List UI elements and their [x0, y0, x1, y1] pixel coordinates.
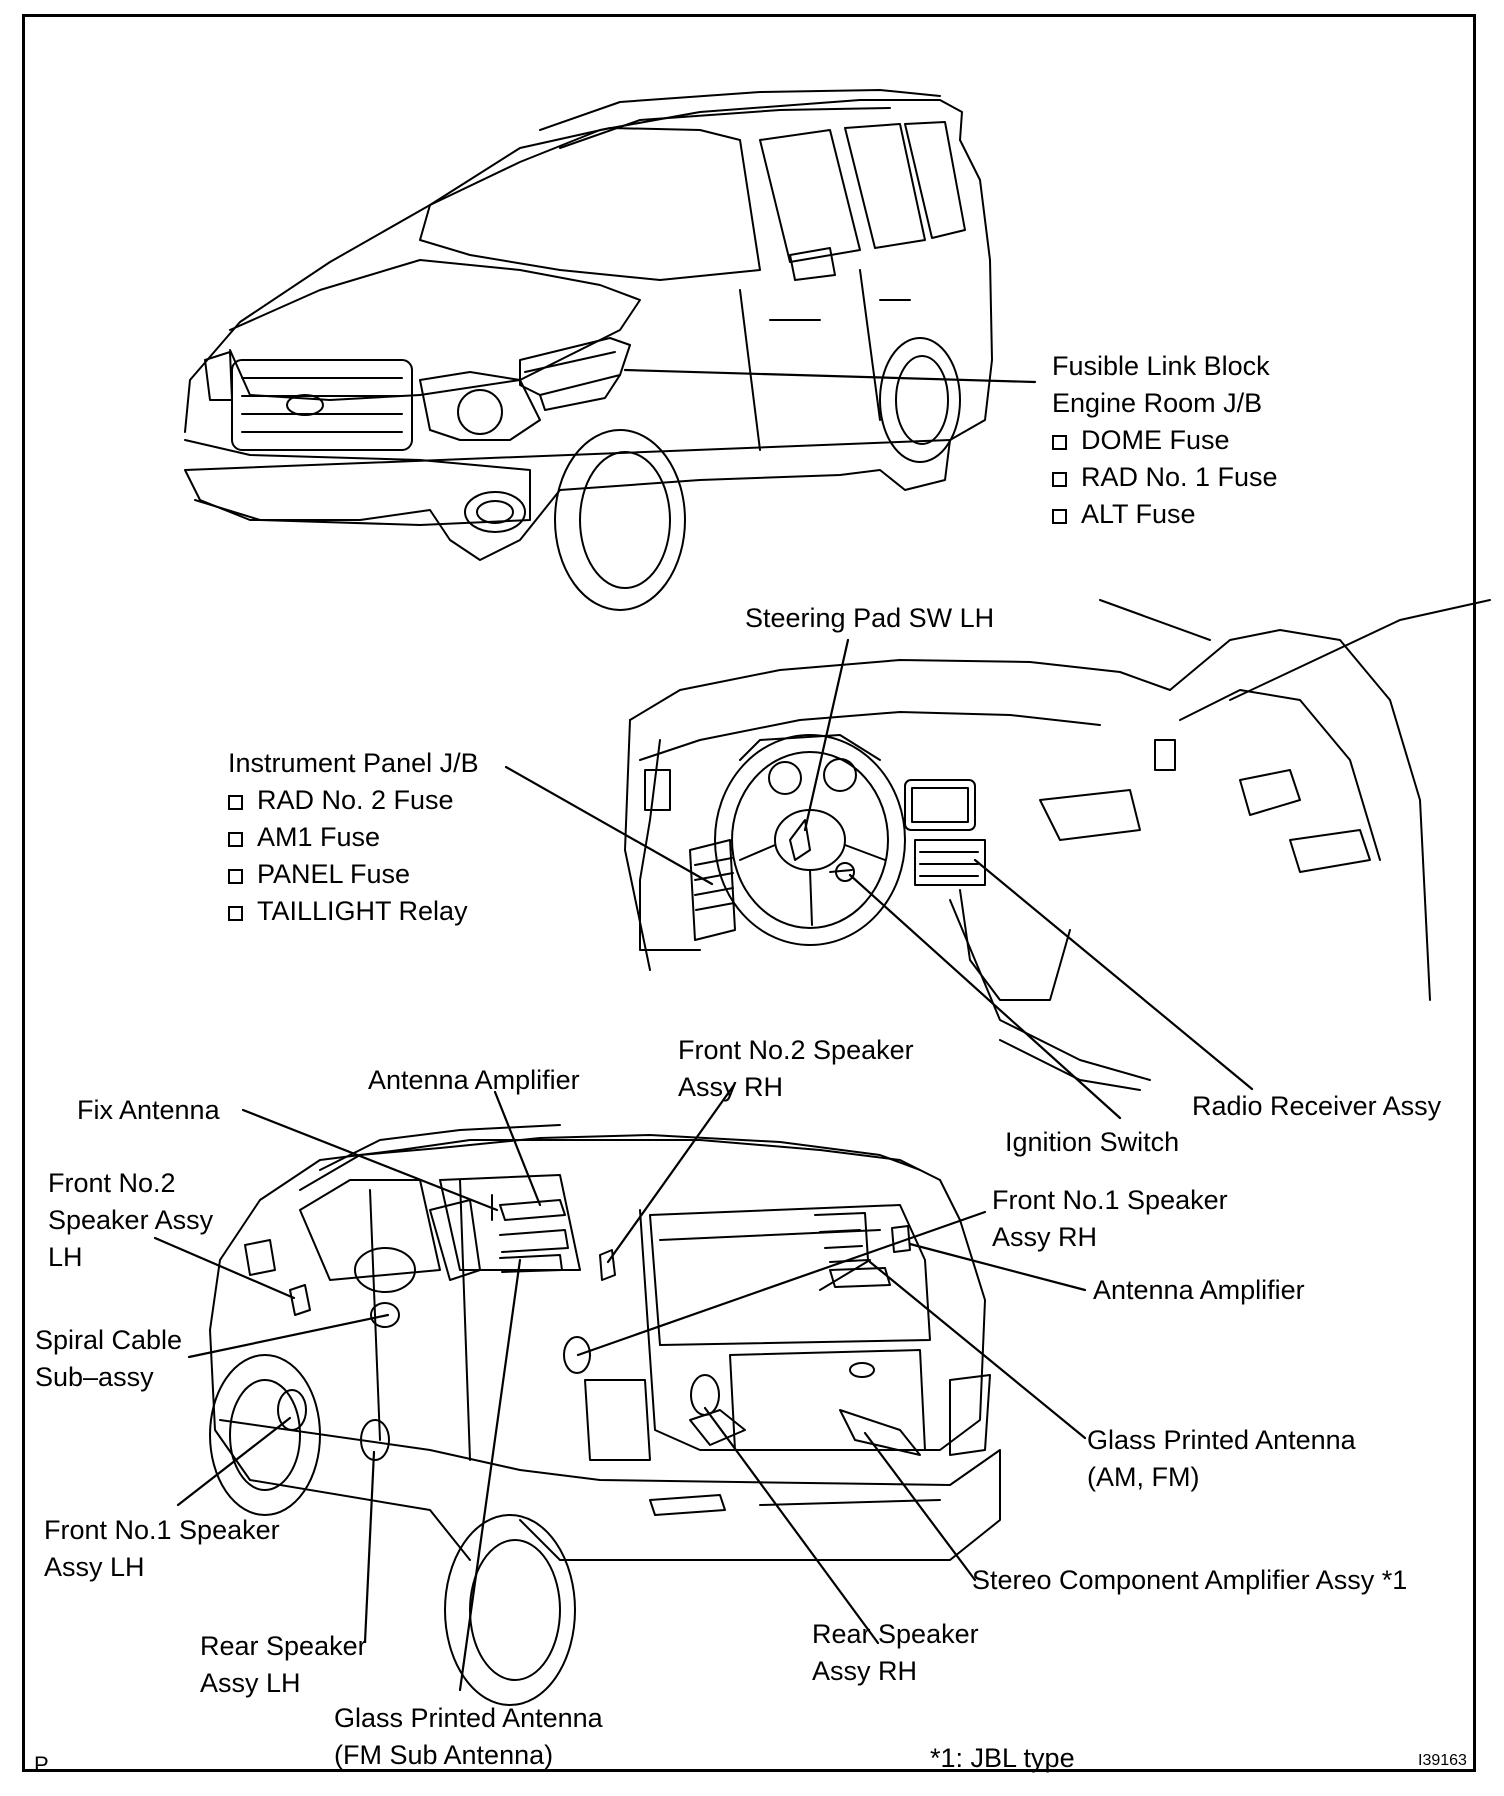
ip-item-2: AM1 Fuse [228, 819, 479, 856]
diagram-frame [22, 14, 1476, 1772]
rear-lh-line-1: Rear Speaker [200, 1631, 367, 1661]
spiral-cable-line-2: Sub–assy [35, 1362, 154, 1392]
instrument-panel-title: Instrument Panel J/B [228, 748, 479, 778]
label-antenna-amplifier-right: Antenna Amplifier [1093, 1275, 1305, 1305]
ip-item-2-text: AM1 Fuse [257, 822, 381, 852]
checkbox-icon [228, 906, 243, 921]
ip-item-1-text: RAD No. 2 Fuse [257, 785, 454, 815]
label-glass-printed-antenna-amfm: Glass Printed Antenna (AM, FM) [1087, 1422, 1356, 1496]
fusible-item-1: DOME Fuse [1052, 422, 1278, 459]
leader-lines [153, 368, 1254, 1692]
label-front-no2-speaker-rh: Front No.2 Speaker Assy RH [678, 1032, 914, 1106]
label-instrument-panel-jb: Instrument Panel J/B RAD No. 2 Fuse AM1 … [228, 745, 479, 930]
checkbox-icon [1052, 509, 1067, 524]
label-rear-speaker-lh: Rear Speaker Assy LH [200, 1628, 367, 1702]
front-no2-rh-line-2: Assy RH [678, 1072, 784, 1102]
label-front-no2-speaker-lh: Front No.2 Speaker Assy LH [48, 1165, 213, 1276]
spiral-cable-line-1: Spiral Cable [35, 1325, 183, 1355]
corner-letter: P [34, 1752, 49, 1777]
vehicle-front-illustration [184, 89, 993, 611]
label-stereo-component-amplifier: Stereo Component Amplifier Assy *1 [972, 1565, 1408, 1595]
glass-fmsub-line-1: Glass Printed Antenna [334, 1703, 603, 1733]
label-fix-antenna: Fix Antenna [77, 1095, 220, 1125]
rear-lh-line-2: Assy LH [200, 1668, 301, 1698]
checkbox-icon [228, 795, 243, 810]
ip-item-1: RAD No. 2 Fuse [228, 782, 479, 819]
front-no1-lh-line-2: Assy LH [44, 1552, 145, 1582]
fusible-item-2: RAD No. 1 Fuse [1052, 459, 1278, 496]
rear-rh-line-2: Assy RH [812, 1656, 918, 1686]
fusible-line-1: Fusible Link Block [1052, 351, 1270, 381]
front-no1-lh-line-1: Front No.1 Speaker [44, 1515, 280, 1545]
front-no2-lh-line-3: LH [48, 1242, 83, 1272]
ip-item-3: PANEL Fuse [228, 856, 479, 893]
ip-item-4-text: TAILLIGHT Relay [257, 896, 468, 926]
fusible-item-1-text: DOME Fuse [1081, 425, 1230, 455]
front-no2-lh-line-2: Speaker Assy [48, 1205, 214, 1235]
checkbox-icon [1052, 435, 1067, 450]
checkbox-icon [228, 832, 243, 847]
checkbox-icon [228, 869, 243, 884]
label-steering-pad-sw: Steering Pad SW LH [745, 603, 995, 633]
label-radio-receiver: Radio Receiver Assy [1192, 1091, 1442, 1121]
label-fusible-link-block: Fusible Link Block Engine Room J/B DOME … [1052, 348, 1278, 533]
fusible-item-3: ALT Fuse [1052, 496, 1278, 533]
front-no2-lh-line-1: Front No.2 [48, 1168, 176, 1198]
label-spiral-cable: Spiral Cable Sub–assy [35, 1322, 182, 1396]
ip-item-3-text: PANEL Fuse [257, 859, 411, 889]
label-rear-speaker-rh: Rear Speaker Assy RH [812, 1616, 979, 1690]
ip-item-4: TAILLIGHT Relay [228, 893, 479, 930]
label-antenna-amplifier-top: Antenna Amplifier [368, 1065, 580, 1095]
dashboard-illustration [624, 599, 1491, 1091]
front-no1-rh-line-2: Assy RH [992, 1222, 1098, 1252]
fusible-line-2: Engine Room J/B [1052, 388, 1263, 418]
label-front-no1-speaker-rh: Front No.1 Speaker Assy RH [992, 1182, 1228, 1256]
label-ignition-switch: Ignition Switch [1005, 1127, 1180, 1157]
footnote-jbl: *1: JBL type [930, 1743, 1075, 1773]
figure-id: I39163 [1418, 1752, 1467, 1769]
fusible-item-2-text: RAD No. 1 Fuse [1081, 462, 1278, 492]
front-no1-rh-line-1: Front No.1 Speaker [992, 1185, 1228, 1215]
glass-fmsub-line-2: (FM Sub Antenna) [334, 1740, 554, 1770]
front-no2-rh-line-1: Front No.2 Speaker [678, 1035, 914, 1065]
vehicle-rear-illustration [209, 1124, 1001, 1706]
rear-rh-line-1: Rear Speaker [812, 1619, 979, 1649]
glass-amfm-line-2: (AM, FM) [1087, 1462, 1200, 1492]
checkbox-icon [1052, 472, 1067, 487]
label-glass-printed-antenna-fmsub: Glass Printed Antenna (FM Sub Antenna) [334, 1700, 603, 1774]
label-front-no1-speaker-lh: Front No.1 Speaker Assy LH [44, 1512, 280, 1586]
fusible-item-3-text: ALT Fuse [1081, 499, 1196, 529]
glass-amfm-line-1: Glass Printed Antenna [1087, 1425, 1356, 1455]
